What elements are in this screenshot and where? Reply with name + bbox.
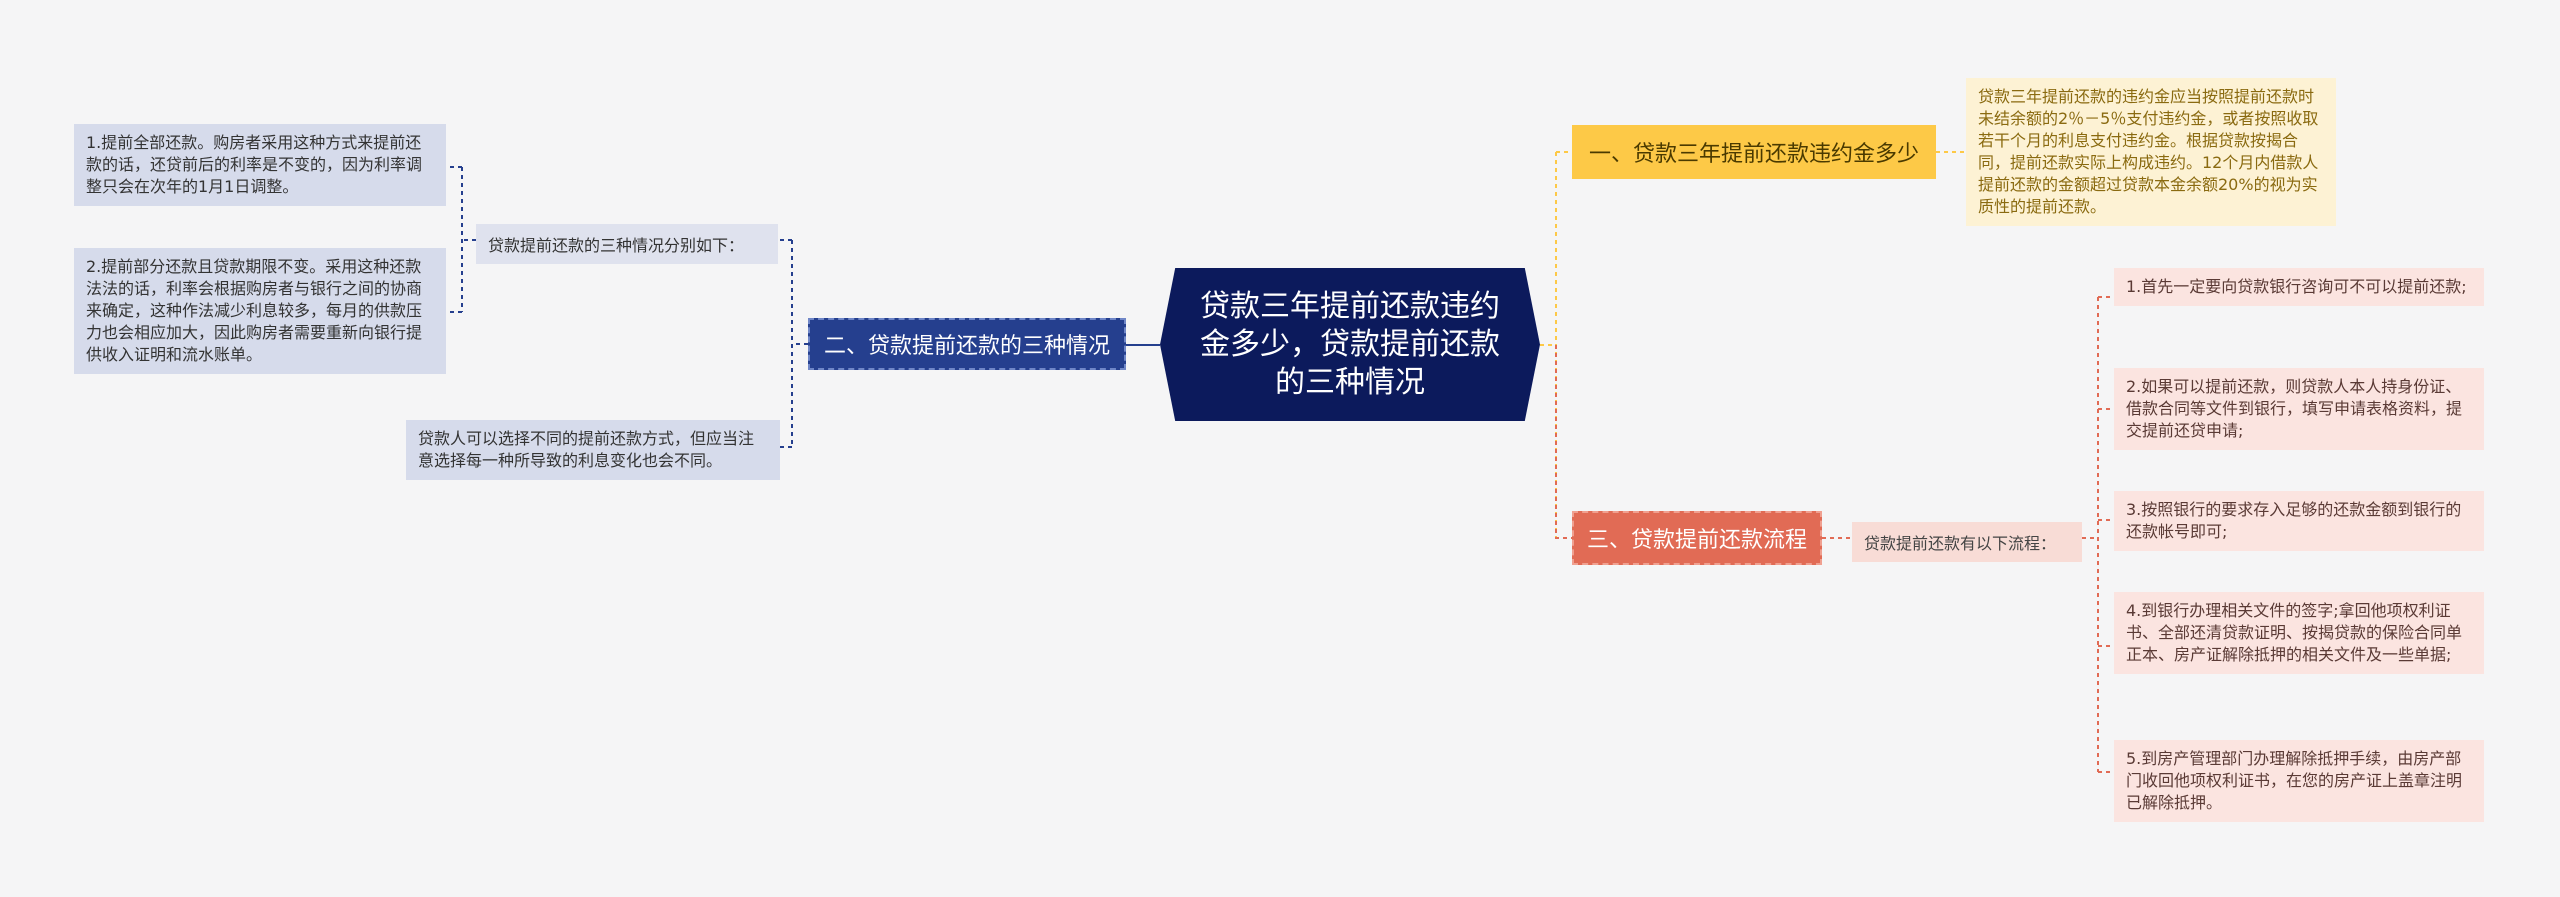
step-3[interactable]: 3.按照银行的要求存入足够的还款金额到银行的还款帐号即可; — [2114, 491, 2484, 551]
leaf-text: 贷款人可以选择不同的提前还款方式，但应当注意选择每一种所导致的利息变化也会不同。 — [418, 429, 755, 470]
branch-label: 三、贷款提前还款流程 — [1586, 528, 1807, 553]
sub-label-text: 贷款提前还款的三种情况分别如下： — [488, 236, 745, 255]
leaf-penalty-detail[interactable]: 贷款三年提前还款的违约金应当按照提前还款时未结余额的2％－5％支付违约金，或者按… — [1966, 78, 2336, 226]
step-text: 5.到房产管理部门办理解除抵押手续，由房产部门收回他项权利证书，在您的房产证上盖… — [2126, 749, 2463, 812]
link-root-red — [1555, 345, 1572, 539]
root-title: 贷款三年提前还款违约金多少，贷款提前还款的三种情况 — [1200, 288, 1500, 400]
step-1[interactable]: 1.首先一定要向贷款银行咨询可不可以提前还款; — [2114, 268, 2484, 306]
link-blue-leaves — [446, 166, 476, 313]
branch-label: 一、贷款三年提前还款违约金多少 — [1588, 142, 1919, 167]
branch-three-situations[interactable]: 二、贷款提前还款的三种情况 — [808, 318, 1126, 370]
step-4[interactable]: 4.到银行办理相关文件的签字;拿回他项权利证书、全部还清贷款证明、按揭贷款的保险… — [2114, 592, 2484, 674]
leaf-text: 1.提前全部还款。购房者采用这种方式来提前还款的话，还贷前后的利率是不变的，因为… — [86, 133, 423, 196]
leaf-text: 2.提前部分还款且贷款期限不变。采用这种还款法法的话，利率会根据购房者与银行之间… — [86, 257, 423, 364]
leaf-full-prepayment[interactable]: 1.提前全部还款。购房者采用这种方式来提前还款的话，还贷前后的利率是不变的，因为… — [74, 124, 446, 206]
sub-label-process[interactable]: 贷款提前还款有以下流程： — [1852, 522, 2082, 562]
step-text: 4.到银行办理相关文件的签字;拿回他项权利证书、全部还清贷款证明、按揭贷款的保险… — [2126, 601, 2463, 664]
step-text: 1.首先一定要向贷款银行咨询可不可以提前还款; — [2126, 277, 2467, 296]
branch-process[interactable]: 三、贷款提前还款流程 — [1572, 511, 1822, 565]
link-red-steps — [2082, 296, 2114, 773]
sub-label-three-situations[interactable]: 贷款提前还款的三种情况分别如下： — [476, 224, 778, 264]
branch-label: 二、贷款提前还款的三种情况 — [823, 334, 1110, 359]
leaf-partial-prepayment[interactable]: 2.提前部分还款且贷款期限不变。采用这种还款法法的话，利率会根据购房者与银行之间… — [74, 248, 446, 374]
step-text: 3.按照银行的要求存入足够的还款金额到银行的还款帐号即可; — [2126, 500, 2462, 541]
step-2[interactable]: 2.如果可以提前还款，则贷款人本人持身份证、借款合同等文件到银行，填写申请表格资… — [2114, 368, 2484, 450]
step-text: 2.如果可以提前还款，则贷款人本人持身份证、借款合同等文件到银行，填写申请表格资… — [2126, 377, 2463, 440]
branch-penalty[interactable]: 一、贷款三年提前还款违约金多少 — [1572, 125, 1936, 179]
step-5[interactable]: 5.到房产管理部门办理解除抵押手续，由房产部门收回他项权利证书，在您的房产证上盖… — [2114, 740, 2484, 822]
root-topic[interactable]: 贷款三年提前还款违约金多少，贷款提前还款的三种情况 — [1160, 268, 1540, 421]
leaf-note[interactable]: 贷款人可以选择不同的提前还款方式，但应当注意选择每一种所导致的利息变化也会不同。 — [406, 420, 780, 480]
link-blue-children — [780, 239, 808, 448]
sub-label-text: 贷款提前还款有以下流程： — [1864, 534, 2057, 553]
leaf-text: 贷款三年提前还款的违约金应当按照提前还款时未结余额的2％－5％支付违约金，或者按… — [1978, 87, 2319, 216]
